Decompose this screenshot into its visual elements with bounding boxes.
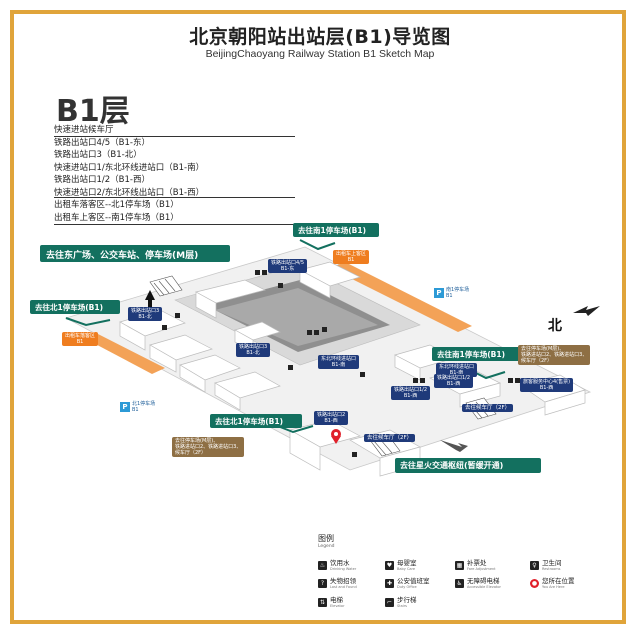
service-center-sign: 旅客服务中心4(售票)B1-西 — [520, 378, 574, 392]
ticket-office-icon: ▦ — [455, 561, 464, 570]
floor-label: B1层 — [56, 94, 130, 129]
brown-direction-sign-right: 去往停车场(M层)、铁路进站口2、铁路进站口3、候车厅（2F） — [518, 345, 591, 365]
elevator-icon: ⇅ — [318, 598, 327, 607]
info-line: 铁路出站口1/2（B1-西） — [54, 175, 150, 186]
brown-direction-sign-bottom: 去往停车场(M层)、铁路进站口2、铁路进站口3、候车厅（2F） — [172, 437, 245, 457]
baby-care-icon: ♥ — [385, 561, 394, 570]
map-title-english: BeijingChaoyang Railway Station B1 Sketc… — [205, 48, 435, 60]
legend-label: 补票处 — [467, 559, 487, 567]
info-line: 快速进站口1/东北环线进站口（B1-南） — [54, 162, 205, 173]
north-indicator: 北 — [548, 318, 562, 334]
legend-label-english: Restrooms — [542, 567, 561, 571]
legend-label: 无障碍电梯 — [467, 577, 500, 585]
east-square-sign: 去往东广场、公交车站、停车场(M层) — [40, 245, 230, 262]
arrow-right-icon — [440, 440, 468, 452]
drinking-water-icon: ♨ — [318, 561, 327, 570]
accessible-elevator-icon: ♿ — [455, 579, 464, 588]
legend-label: 电梯 — [330, 596, 343, 604]
you-are-here-marker — [331, 429, 341, 444]
south1-parking-sign-top: 去往南1停车场(B1) — [293, 223, 379, 237]
xinghuo-hub-sign: 去往星火交通枢纽(暂缓开通) — [395, 458, 541, 473]
waiting-hall-sign-b: 去往候车厅（2F） — [364, 434, 416, 442]
map-title: 北京朝阳站出站层(B1)导览图 — [189, 26, 451, 48]
legend-label: 步行梯 — [397, 596, 417, 604]
info-divider — [54, 224, 295, 225]
waiting-hall-sign-a: 去往候车厅（2F） — [462, 404, 514, 412]
legend-label-english: Baby Care — [397, 567, 416, 571]
legend-label-english: Fare Adjustment — [467, 567, 496, 571]
arrow-up-icon — [145, 290, 155, 307]
legend-label-english: Duty Office — [397, 585, 417, 589]
legend-label: 您所在位置 — [542, 577, 575, 585]
legend-label: 饮用水 — [330, 559, 350, 567]
legend-label-english: Accessible Elevator — [467, 585, 501, 589]
lost-found-icon: ? — [318, 579, 327, 588]
legend-label-english: Stairs — [397, 604, 407, 608]
info-line: 出租车上客区--南1停车场（B1） — [54, 212, 179, 223]
info-divider — [54, 136, 295, 137]
south1-parking-sign-right: 去往南1停车场(B1) — [432, 347, 520, 361]
stairs-icon: ⌐ — [385, 598, 394, 607]
taxi-list: 出租车落客区--北1停车场（B1） 出租车上客区--南1停车场（B1） — [54, 199, 299, 224]
north-arrow-icon — [573, 306, 600, 316]
service-icons — [162, 270, 520, 457]
legend-subtitle: Legend — [318, 544, 335, 549]
parking-icon: P — [120, 402, 130, 412]
north1-parking-sign-left: 去往北1停车场(B1) — [30, 300, 120, 314]
legend-label-english: Drinking Water — [330, 567, 357, 571]
legend-label-english: You Are Here — [542, 585, 565, 589]
legend-title: 图例 — [318, 534, 334, 543]
central-track-inner — [215, 288, 378, 346]
north1-parking-sign-bottom: 去往北1停车场(B1) — [210, 414, 302, 428]
legend-label: 卫生间 — [542, 559, 562, 567]
you-are-here-icon: ● — [530, 579, 539, 588]
legend-label-english: Lost and Found — [330, 585, 357, 589]
orange-band-top — [330, 262, 472, 332]
info-line: 快速进站候车厅 — [54, 125, 114, 135]
info-divider — [54, 197, 295, 198]
restroom-icon: ♀ — [530, 561, 539, 570]
info-line: 铁路出站口3（B1-北） — [54, 150, 142, 161]
info-line: 铁路出站口4/5（B1-东） — [54, 137, 150, 148]
info-line: 快速进站口2/东北环线出站口（B1-西） — [54, 187, 205, 198]
legend-label: 母婴室 — [397, 559, 417, 567]
orange-band-left — [84, 333, 165, 374]
legend-label-english: Elevator — [330, 604, 345, 608]
parking-icon: P — [434, 288, 444, 298]
duty-office-icon: ✚ — [385, 579, 394, 588]
legend-label: 失物招领 — [330, 577, 356, 585]
facility-list: 快速进站候车厅铁路出站口4/5（B1-东） 铁路出站口3（B1-北）快速进站口1/… — [54, 124, 299, 200]
legend-label: 公安值班室 — [397, 577, 430, 585]
info-line: 出租车落客区--北1停车场（B1） — [54, 200, 179, 210]
